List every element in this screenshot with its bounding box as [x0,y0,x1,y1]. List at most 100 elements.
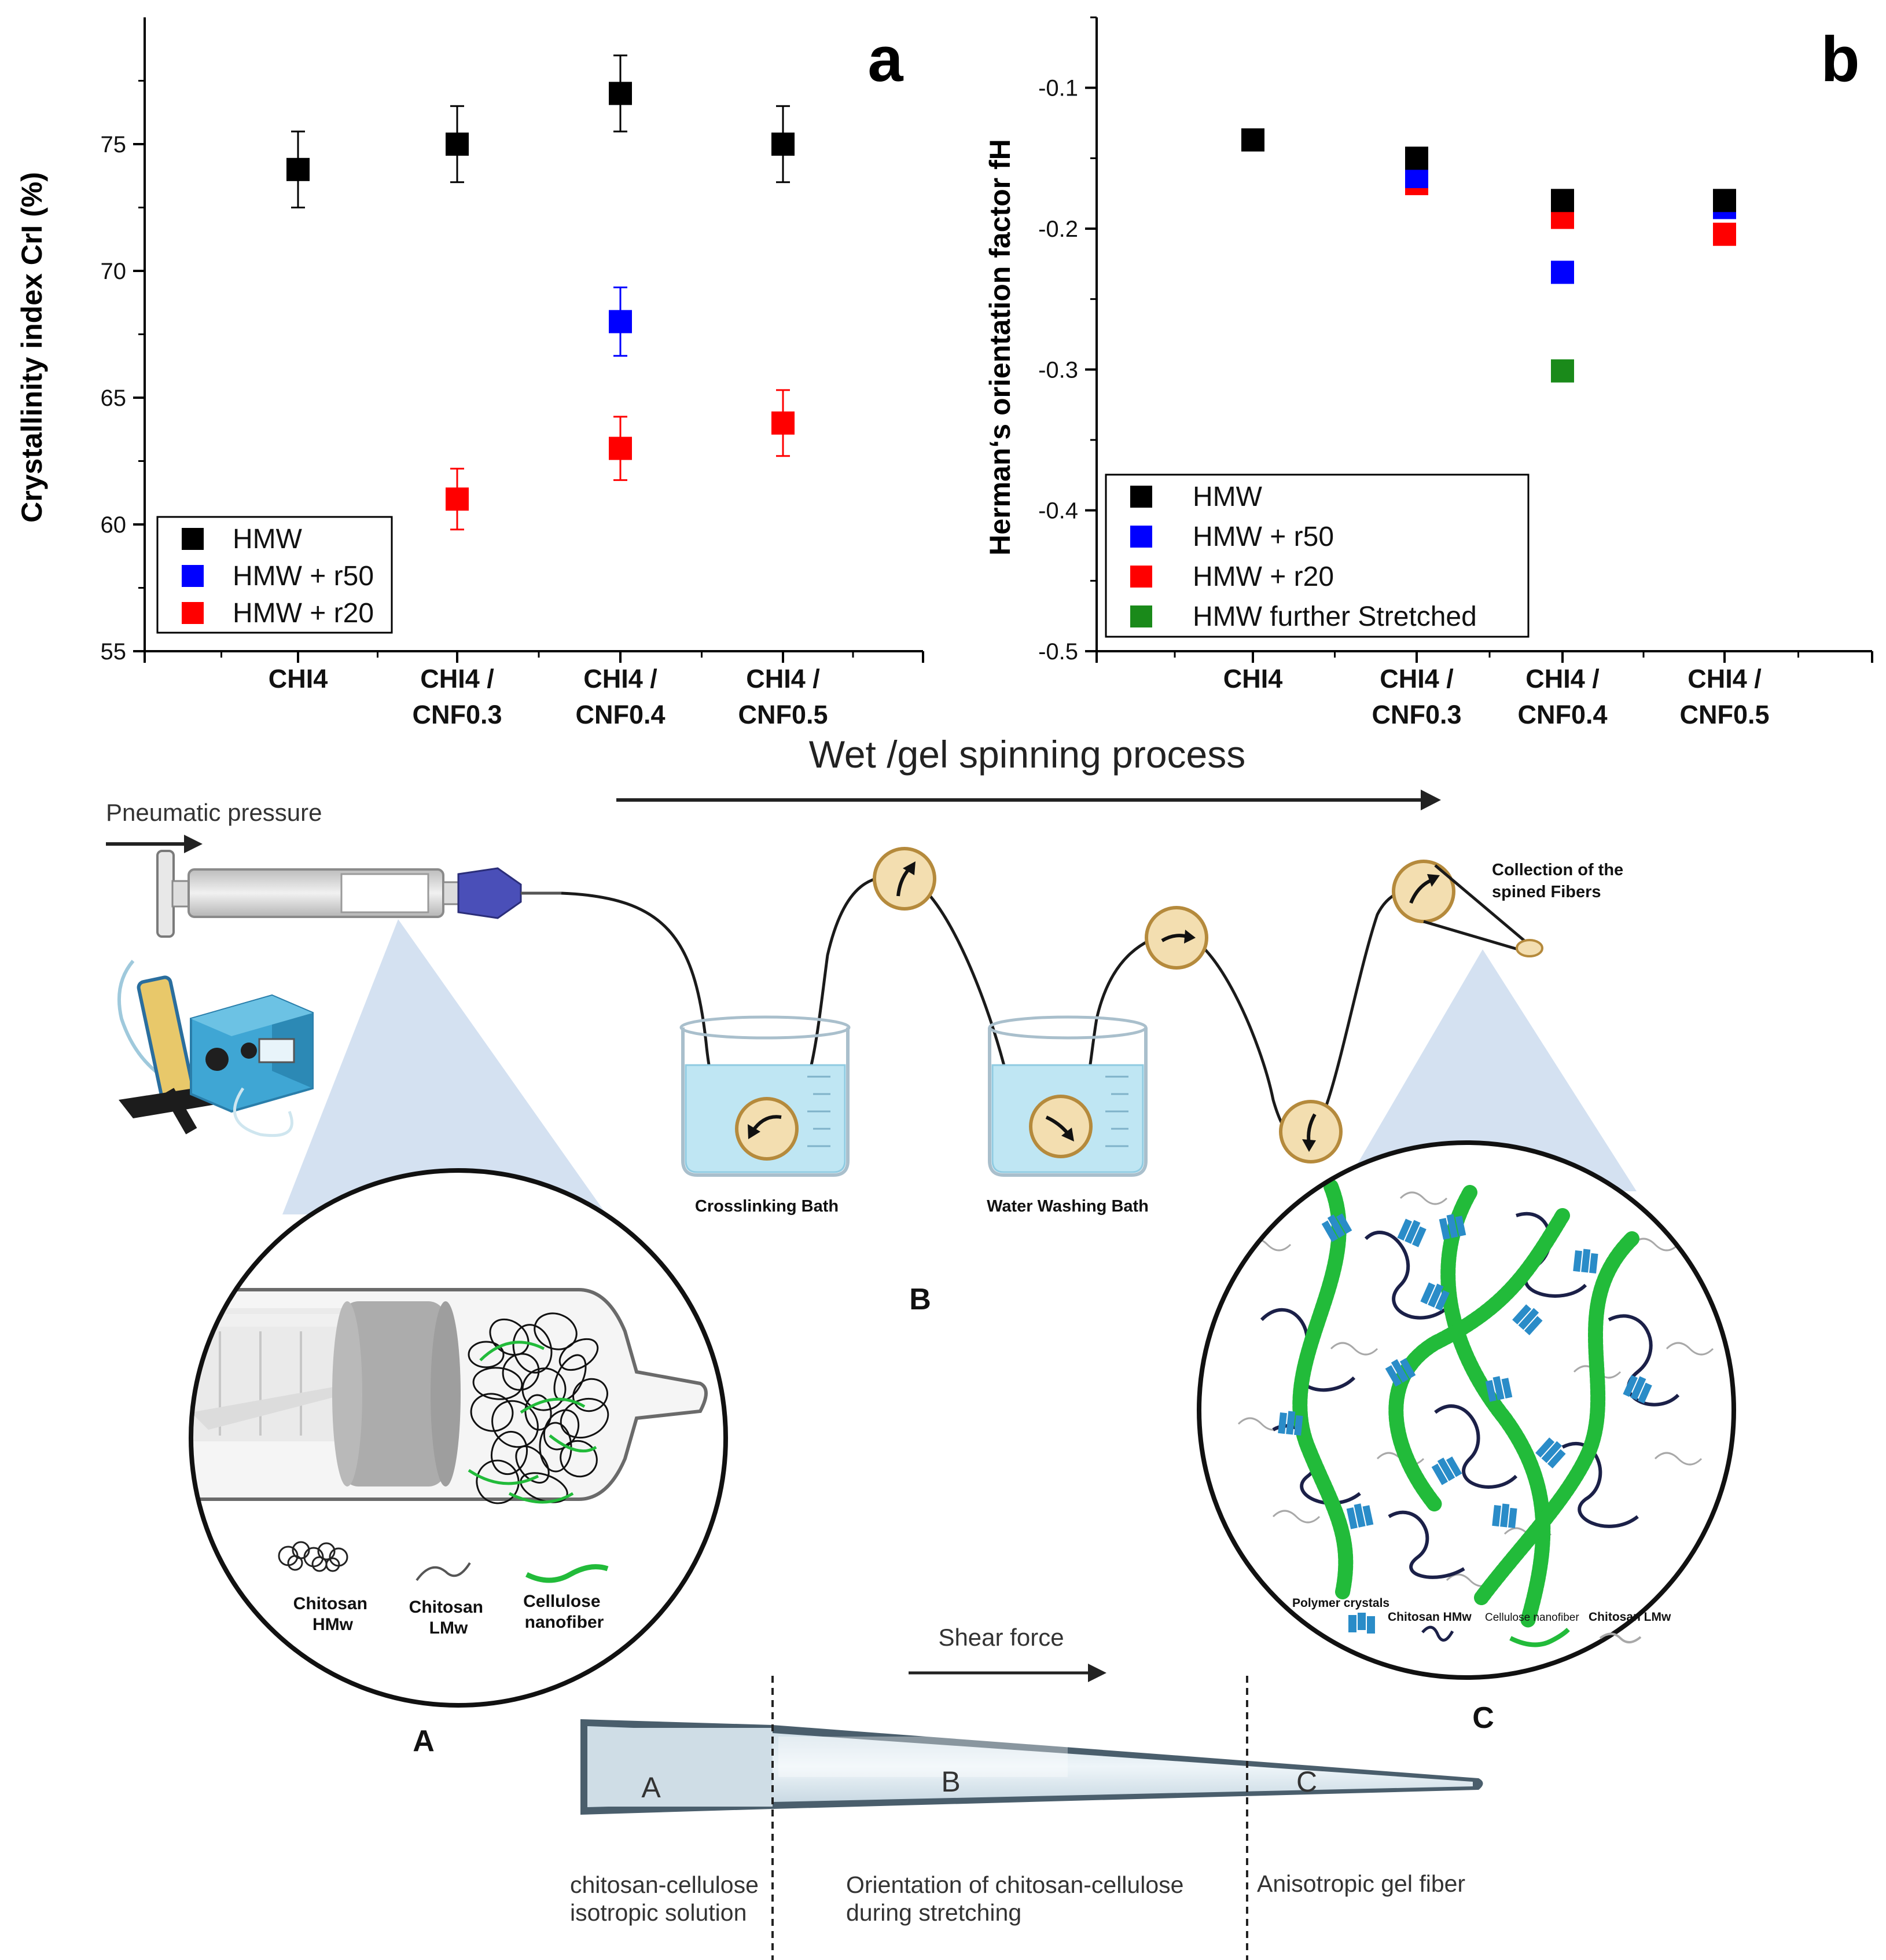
shear-arrow [909,1664,1106,1682]
syringe-top [156,850,561,938]
crystals-c [1278,1213,1652,1529]
hmw-coil [476,1459,520,1504]
data-point-hmw-r20 [771,411,795,435]
legend-swatch-b [1130,526,1152,548]
roller-bottom-3 [1279,1100,1343,1163]
polymer-crystal [1535,1437,1566,1469]
polymer-crystal [1321,1213,1352,1242]
zone-c-label: C [1296,1766,1317,1798]
dispenser-device [117,960,314,1137]
cnf-fiber [1440,1185,1551,1628]
hmw-chain [1608,1314,1680,1407]
roller-top-3 [1392,860,1455,923]
collection-label-line1: Collection of the [1492,861,1623,879]
cnf-strand [508,1492,574,1504]
process-arrow [616,790,1441,810]
data-point-hmw-r20 [1713,222,1736,246]
polymer-crystal [1431,1456,1462,1485]
legend-swatch-b [1130,486,1152,508]
hmw-coil [539,1422,572,1473]
lmw-chain [1666,1342,1714,1356]
data-point-hmw-r50 [1551,260,1574,284]
x-tick-label-b: CHI4 [1223,664,1283,693]
y-tick-label-a: 75 [101,132,127,157]
lmw-chain [1330,1342,1378,1356]
legend-c-crystal-icon [1348,1613,1375,1634]
legend-c-hmw-icon [1421,1625,1454,1642]
cnf-a [468,1341,597,1504]
legend-entry-b: HMW + r50 [1193,522,1334,552]
legend-entry-b: HMW further Stretched [1193,601,1477,632]
legend-icon-cellulose [525,1564,609,1583]
hmw-coil [560,1397,609,1439]
y-tick-label-b: -0.3 [1038,357,1078,383]
data-point-hmw [1551,189,1574,212]
cnf-strand [468,1469,539,1485]
y-tick-label-b: -0.1 [1038,76,1078,101]
legend-a-lmw: Chitosan LMw [409,1598,488,1638]
shear-label: Shear force [938,1624,1064,1651]
hmw-chain [1434,1404,1518,1489]
data-point-hmw [609,82,632,105]
roller-top-2 [1145,906,1208,970]
process-title: Wet /gel spinning process [809,733,1246,776]
polymer-crystal [1512,1304,1543,1335]
legend-entry-a: HMW [233,524,303,555]
polymer-crystal [1346,1503,1374,1529]
data-point-hmw-r20 [446,487,469,511]
legend-entry-a: HMW + r50 [233,561,374,592]
collection-label-line2: spined Fibers [1492,883,1601,901]
collection-spool [1423,864,1543,957]
stage2-label: Orientation of chitosan-cellulose during… [846,1871,1190,1926]
chart-a-marks [286,54,795,531]
y-tick-label-b: -0.4 [1038,498,1078,524]
legend-c-lmw-icon [1599,1632,1642,1643]
y-tick-label-b: -0.2 [1038,216,1078,242]
legend-swatch-b [1130,566,1152,588]
legend-swatch-a [182,565,204,587]
y-axis-title-a: Crystallinity index CrI (%) [16,172,48,523]
x-tick-label-b: CHI4 /CNF0.5 [1679,664,1769,729]
cnf-fiber [1474,1231,1639,1605]
legend-swatch-a [182,528,204,550]
polymer-crystal [1573,1249,1598,1273]
fiber-taper [580,1719,1483,1815]
legend-c-crystals: Polymer crystals [1292,1596,1389,1610]
x-tick-label-b: CHI4 /CNF0.4 [1517,664,1607,729]
hmw-chain [1364,1231,1448,1320]
data-point-hmw-r20 [609,436,632,460]
polymer-crystal [1420,1282,1450,1311]
hmw-coil [472,1367,523,1400]
data-point-hmw-r50 [609,310,632,333]
hmw-coil [515,1445,550,1484]
polymer-crystal [1485,1376,1513,1402]
hmw-coil [502,1353,540,1391]
data-point-hmw [286,157,310,181]
x-tick-label-a: CHI4 /CNF0.3 [412,664,502,729]
zoom-triangle-a [282,919,606,1214]
legend-a-cellulose: Cellulose nanofiber [523,1592,605,1632]
stage-dividers [771,1676,1248,1960]
hmw-chain [1388,1510,1465,1579]
chart-b-marks [1241,128,1736,383]
zoom-circle-a: Chitosan HMw Chitosan LMw Cellulose nano… [189,1168,728,1708]
zone-a-label: A [641,1771,661,1804]
legend-icon-chitosan-hmw [278,1541,348,1572]
data-point-hmw [1405,146,1428,170]
lmw-chain [1272,1510,1321,1524]
legend-entry-a: HMW + r20 [233,598,374,629]
cnf-strand [520,1397,586,1414]
stage1-label: chitosan-cellulose isotropic solution [570,1871,765,1926]
y-axis-title-b: Herman‘s orientation factor fH [984,139,1016,556]
hmw-coil [524,1394,552,1431]
x-tick-label-a: CHI4 /CNF0.5 [738,664,828,729]
legend-c-cnf: Cellulose nanofiber [1485,1612,1579,1624]
polymer-crystal [1397,1218,1427,1247]
crosslinking-label: Crosslinking Bath [695,1197,839,1216]
y-tick-label-b: -0.5 [1038,639,1078,665]
cnf-fiber [1388,1208,1570,1513]
stage3-label: Anisotropic gel fiber [1257,1870,1465,1897]
